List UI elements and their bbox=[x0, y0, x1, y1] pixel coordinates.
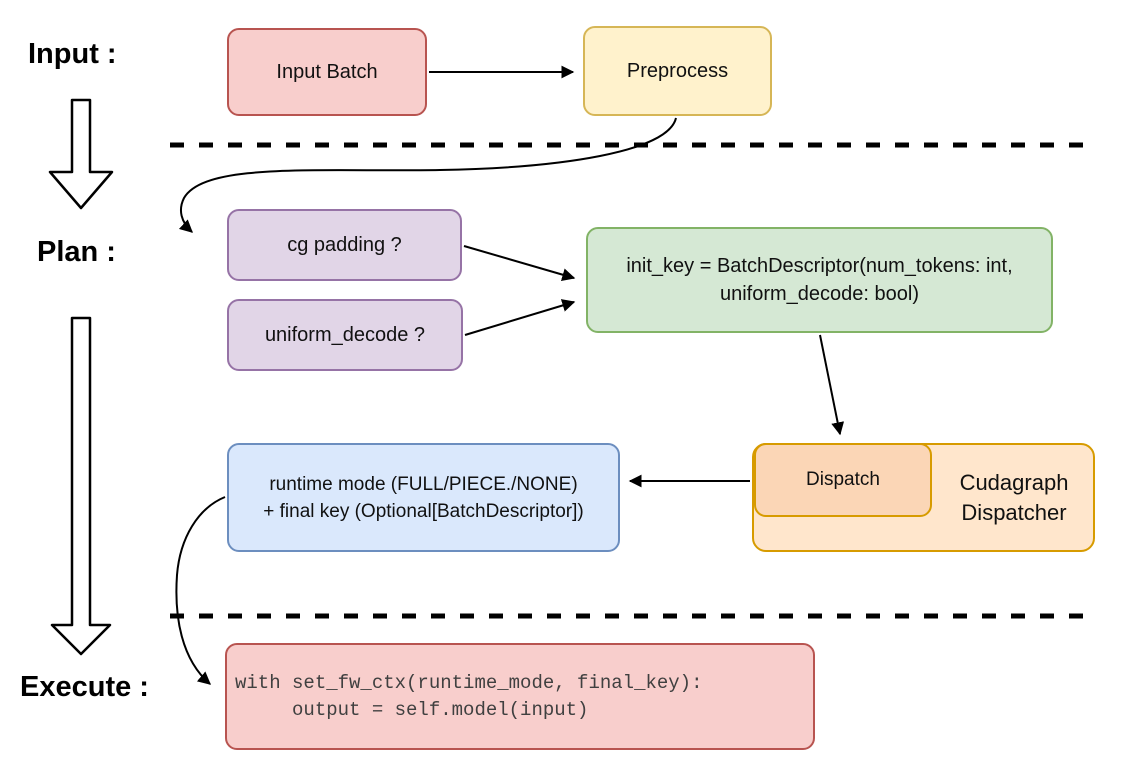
node-init-key-line2: uniform_decode: bool) bbox=[719, 283, 919, 305]
arrow-cg-padding-to-init-key bbox=[463, 245, 576, 281]
node-init-key-line1: init_key = BatchDescriptor(num_tokens: i… bbox=[626, 255, 1013, 277]
stage-label-execute: Execute : bbox=[20, 671, 149, 703]
node-runtime-result: runtime mode (FULL/PIECE./NONE) + final … bbox=[227, 443, 620, 552]
node-execute-code: with set_fw_ctx(runtime_mode, final_key)… bbox=[225, 643, 815, 750]
node-input-batch: Input Batch bbox=[227, 28, 427, 116]
hollow-down-arrow-input bbox=[48, 98, 114, 210]
node-cudagraph-dispatcher-label: Cudagraph Dispatcher bbox=[959, 470, 1069, 525]
arrow-init-key-to-dispatch bbox=[819, 334, 845, 436]
stage-label-input: Input : bbox=[28, 38, 117, 70]
hollow-down-arrow-plan bbox=[50, 316, 112, 656]
node-execute-code-line2: output = self.model(input) bbox=[235, 698, 589, 721]
node-input-batch-label: Input Batch bbox=[276, 61, 378, 83]
node-cg-padding-label: cg padding ? bbox=[287, 234, 402, 256]
node-runtime-result-line2: + final key (Optional[BatchDescriptor]) bbox=[263, 500, 584, 522]
node-execute-code-line1: with set_fw_ctx(runtime_mode, final_key)… bbox=[235, 671, 703, 694]
node-dispatch-label: Dispatch bbox=[806, 469, 880, 490]
node-init-key: init_key = BatchDescriptor(num_tokens: i… bbox=[586, 227, 1053, 333]
stage-label-plan: Plan : bbox=[37, 236, 116, 268]
node-preprocess: Preprocess bbox=[583, 26, 772, 116]
node-preprocess-label: Preprocess bbox=[626, 60, 729, 82]
arrow-uniform-decode-to-init-key bbox=[464, 299, 576, 336]
node-cg-padding: cg padding ? bbox=[227, 209, 462, 281]
node-uniform-decode-label: uniform_decode ? bbox=[264, 324, 426, 346]
node-runtime-result-line1: runtime mode (FULL/PIECE./NONE) bbox=[269, 473, 578, 495]
arrow-runtime-result-to-execute-code bbox=[175, 496, 226, 685]
node-dispatch: Dispatch bbox=[754, 443, 932, 517]
node-uniform-decode: uniform_decode ? bbox=[227, 299, 463, 371]
